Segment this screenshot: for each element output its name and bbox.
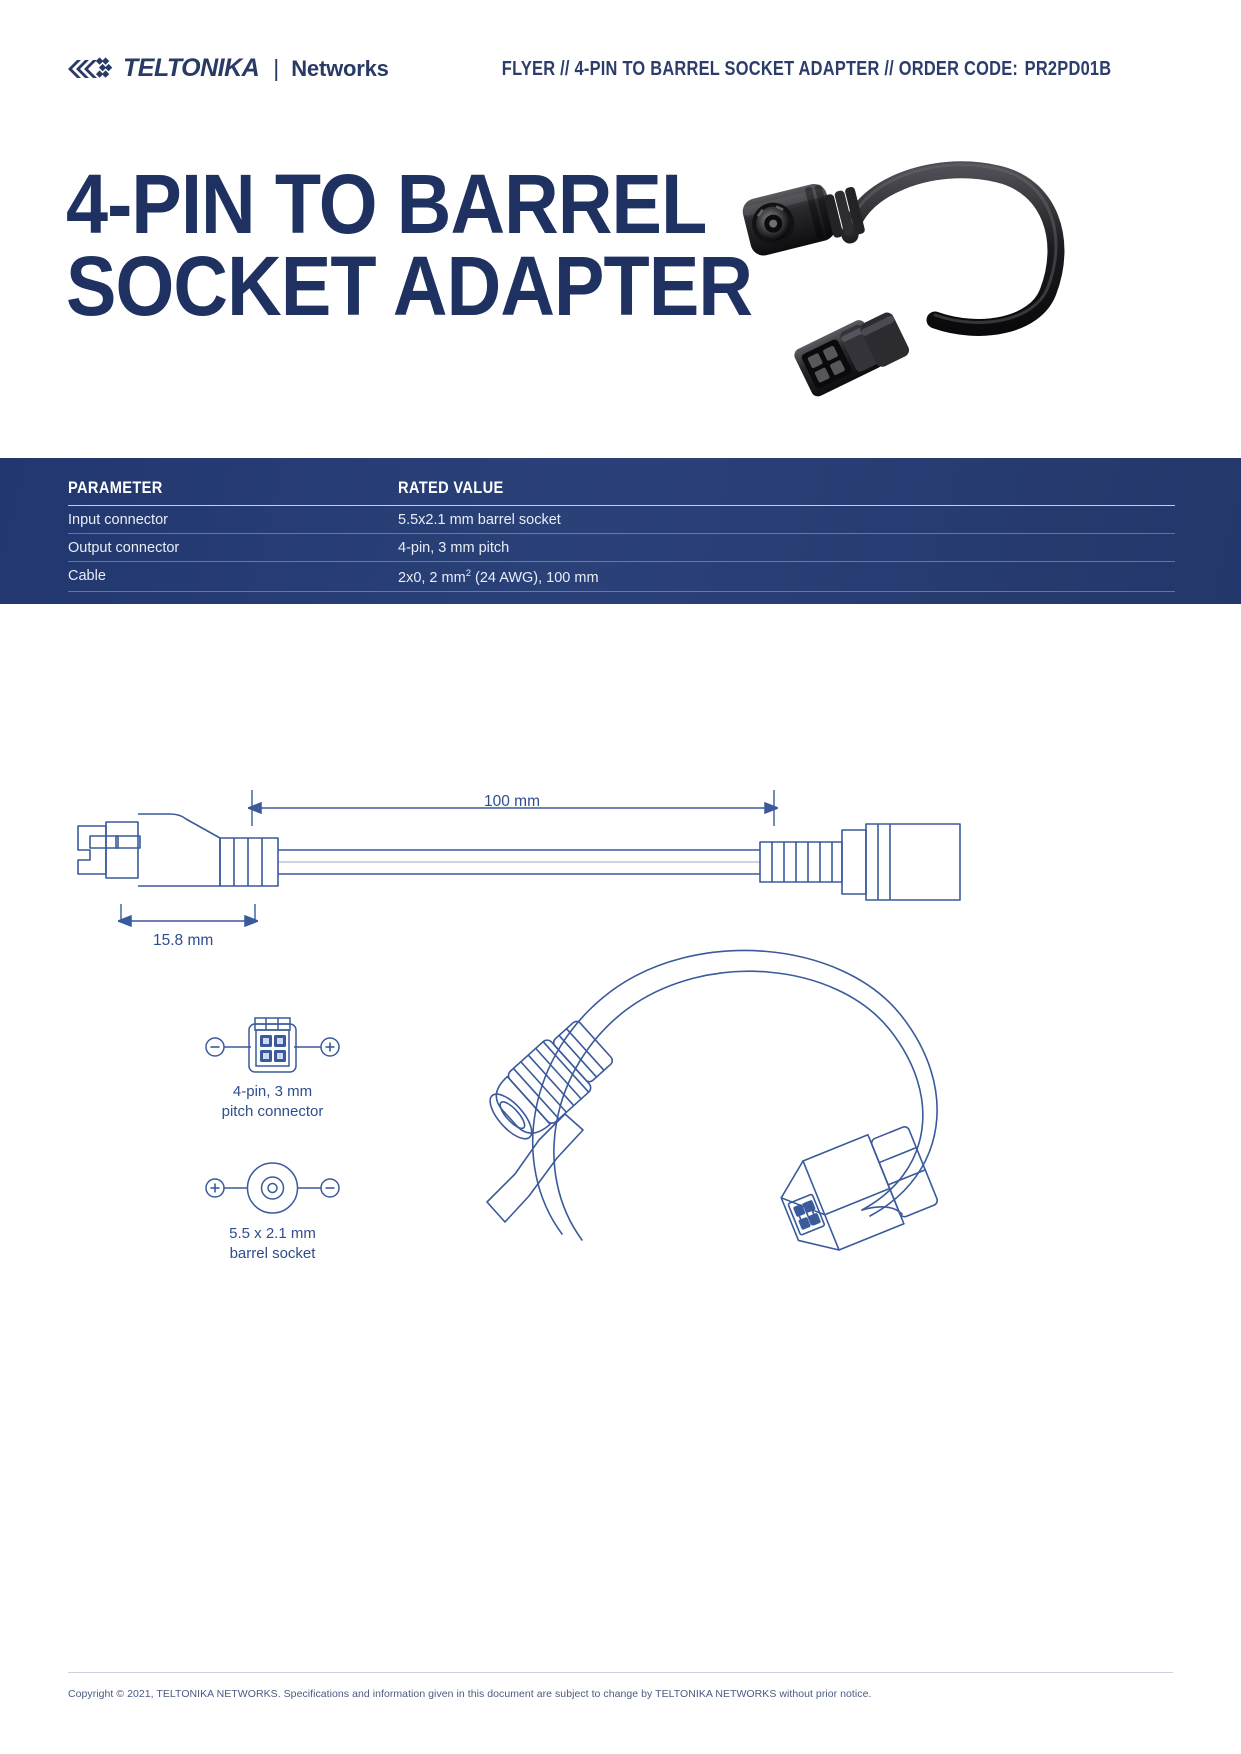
spec-value-tail: (24 AWG), 100 mm — [470, 569, 599, 586]
order-code: PR2PD01B — [1024, 58, 1111, 80]
spec-value-superscript: 2 — [465, 568, 471, 579]
spec-value: 2x0, 2 mm2 (24 AWG), 100 mm — [398, 568, 1175, 586]
page-title-line-1: 4-PIN TO BARREL — [66, 157, 707, 251]
spec-parameter: Cable — [68, 568, 106, 584]
flyer-label: FLYER // 4-PIN TO BARREL SOCKET ADAPTER … — [501, 58, 1018, 80]
dimension-label-length: 100 mm — [484, 793, 540, 810]
spec-header-divider — [68, 505, 1175, 506]
logo-subbrand: Networks — [291, 55, 389, 81]
technical-drawings: 100 mm 15.8 mm — [0, 604, 1241, 1684]
spec-row-divider — [68, 561, 1175, 562]
callout-barrel-line1: 5.5 x 2.1 mm — [229, 1225, 316, 1242]
flyer-header-line: FLYER // 4-PIN TO BARREL SOCKET ADAPTER … — [501, 58, 1111, 81]
dimension-line-connector — [118, 904, 258, 928]
product-photo — [742, 161, 1065, 397]
footer-divider — [68, 1672, 1173, 1673]
spec-table: PARAMETER RATED VALUE Input connector 5.… — [0, 458, 1241, 604]
spec-table-header-row: PARAMETER RATED VALUE — [68, 478, 1175, 505]
page-header: TELTONIKA | Networks FLYER // 4-PIN TO B… — [0, 0, 1241, 130]
logo-separator: | — [273, 55, 280, 81]
page-title-line-2: SOCKET ADAPTER — [66, 239, 753, 334]
pinout-barrel-icon — [205, 1162, 340, 1214]
callout-4pin-line2: pitch connector — [221, 1102, 324, 1120]
spec-parameter: Input connector — [68, 512, 168, 528]
teltonika-logo: TELTONIKA | Networks — [68, 54, 389, 83]
callout-4pin-caption: 4-pin, 3 mm pitch connector — [180, 1082, 365, 1121]
footer-copyright: Copyright © 2021, TELTONIKA NETWORKS. Sp… — [68, 1688, 872, 1700]
callout-4pin-line1: 4-pin, 3 mm — [232, 1083, 313, 1100]
table-row: Cable 2x0, 2 mm2 (24 AWG), 100 mm — [68, 562, 1175, 591]
callout-barrel-caption: 5.5 x 2.1 mm barrel socket — [180, 1224, 365, 1263]
spec-value: 5.5x2.1 mm barrel socket — [398, 512, 561, 528]
teltonika-chevron-icon — [68, 56, 113, 78]
spec-col-value-header: RATED VALUE — [398, 478, 504, 497]
spec-parameter: Output connector — [68, 540, 180, 556]
perspective-drawing — [486, 949, 939, 1251]
dimension-line-length — [248, 790, 778, 826]
page-title: 4-PIN TO BARREL SOCKET ADAPTER — [66, 157, 753, 334]
table-row: Output connector 4-pin, 3 mm pitch — [68, 534, 1175, 561]
spec-col-parameter-header: PARAMETER — [68, 478, 163, 497]
dimension-label-connector: 15.8 mm — [153, 932, 214, 949]
table-row: Input connector 5.5x2.1 mm barrel socket — [68, 506, 1175, 533]
spec-value-main: 2x0, 2 mm — [398, 569, 466, 586]
side-view-drawing — [77, 813, 961, 901]
spec-row-divider — [68, 533, 1175, 534]
spec-value: 4-pin, 3 mm pitch — [398, 540, 510, 556]
pinout-4pin-icon — [205, 1017, 340, 1073]
spec-row-divider — [68, 590, 1175, 592]
logo-wordmark: TELTONIKA — [123, 54, 260, 82]
callout-barrel-line2: barrel socket — [229, 1244, 316, 1262]
